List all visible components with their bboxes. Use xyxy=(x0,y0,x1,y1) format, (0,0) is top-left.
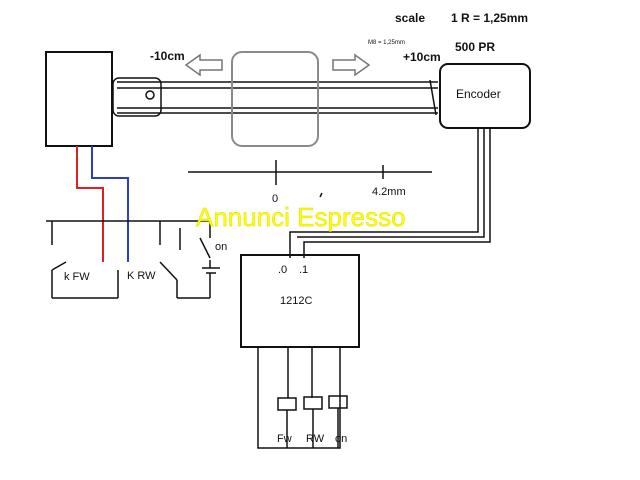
output-on-label: on xyxy=(335,433,347,445)
lead-screw xyxy=(112,77,438,117)
watermark-text: Annunci Espresso xyxy=(196,202,406,232)
pulses-label: 500 PR xyxy=(455,40,495,54)
ruler-zero-label: 0 xyxy=(272,193,278,205)
carriage xyxy=(231,51,319,147)
controller-label: 1212C xyxy=(280,295,312,307)
controller-input0-label: .0 xyxy=(278,264,287,276)
minus-travel-label: -10cm xyxy=(150,49,185,63)
switch-rw-label: K RW xyxy=(127,270,156,282)
controller-input1-label: .1 xyxy=(299,264,308,276)
m8-note: M8 = 1,25mm xyxy=(368,40,405,46)
switch-fw-label: k FW xyxy=(64,271,90,283)
encoder-signal-wires xyxy=(289,128,491,258)
arrow-right-icon xyxy=(332,53,371,77)
output-rw-label: RW xyxy=(306,433,325,445)
encoder-box xyxy=(439,63,531,129)
controller-box xyxy=(240,254,360,348)
ratio-label: 1 R = 1,25mm xyxy=(451,11,528,25)
limit-switch-circuit xyxy=(46,220,220,299)
scale-label: scale xyxy=(395,11,425,25)
output-fw-label: Fw xyxy=(277,433,292,445)
red-wire xyxy=(76,146,104,262)
arrow-left-icon xyxy=(184,53,223,77)
plus-travel-label: +10cm xyxy=(403,50,441,64)
ruler-mark-label: 4.2mm xyxy=(372,186,406,198)
motor-box xyxy=(45,51,113,147)
output-relays xyxy=(257,347,348,449)
ruler xyxy=(188,160,432,198)
switch-on-label: on xyxy=(215,241,227,253)
blue-wire xyxy=(91,146,129,262)
encoder-label: Encoder xyxy=(456,87,501,101)
